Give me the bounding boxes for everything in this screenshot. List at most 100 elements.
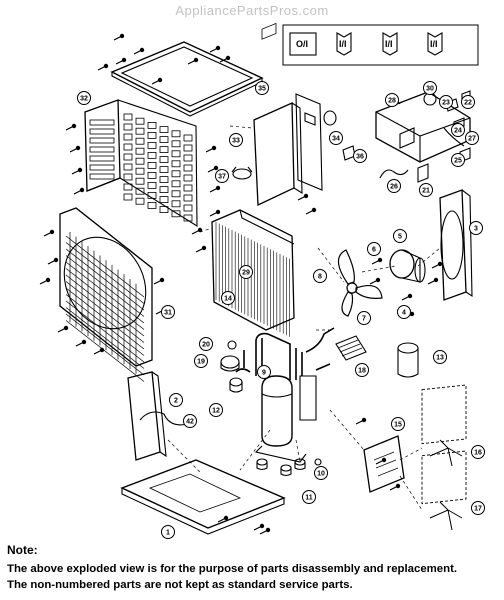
vibration-isolators [256,458,322,477]
site-watermark: AppliancePartsPros.com [175,3,329,18]
callout-16: 16 [471,445,485,459]
note-line-1: The above exploded view is for the purpo… [7,563,458,575]
callout-17: 17 [471,501,485,515]
svg-text:23: 23 [442,100,450,107]
svg-text:11: 11 [305,495,313,502]
svg-text:8: 8 [318,274,322,281]
compressor [254,375,317,463]
callout-33: 33 [229,133,243,147]
svg-text:3: 3 [474,226,478,233]
svg-text:9: 9 [262,370,266,377]
partition-panel [127,371,189,461]
svg-text:4: 4 [402,310,406,317]
svg-text:25: 25 [454,158,462,165]
callout-20: 20 [199,337,213,351]
svg-text:6: 6 [372,247,376,254]
callout-8: 8 [313,269,327,283]
owner-instructions-booklet [289,32,317,56]
wiring-harnesses [429,439,463,531]
side-grille-slots [89,113,193,222]
callout-4: 4 [397,305,411,319]
callout-11: 11 [302,490,316,504]
callout-32: 32 [77,91,91,105]
callout-19: 19 [194,354,208,368]
svg-text:22: 22 [464,100,472,107]
install-instructions-booklet-1 [336,32,352,56]
callout-2: 2 [169,393,183,407]
note-line-2: The non-numbered parts are not kept as s… [7,579,353,591]
callout-36: 36 [353,149,367,163]
run-capacitor [397,342,419,378]
top-panel [110,41,264,117]
installation-instructions-label: I/I [430,39,438,49]
wiring-harness-boxes [421,384,467,505]
svg-text:19: 19 [197,359,205,366]
condenser-fins [215,222,290,337]
mounting-screws [39,33,443,535]
fan-motor [389,249,426,283]
callout-26: 26 [387,179,401,193]
svg-text:26: 26 [390,184,398,191]
callout-1: 1 [161,525,175,539]
literature-box [282,24,479,66]
owner-instructions-label: O/I [296,39,308,49]
callout-24: 24 [451,123,465,137]
svg-text:12: 12 [212,408,220,415]
svg-text:24: 24 [454,128,462,135]
exploded-view-diagram: 1234567891011121314151617181920212223242… [39,22,485,539]
svg-text:7: 7 [362,316,366,323]
callout-7: 7 [357,311,371,325]
side-grille-panel [84,99,198,227]
callout-34: 34 [329,131,343,145]
callout-13: 13 [433,350,447,364]
callout-12: 12 [209,403,223,417]
assembly-leader-lines [167,125,441,511]
svg-text:15: 15 [394,422,402,429]
svg-text:18: 18 [358,368,366,375]
svg-text:33: 33 [232,138,240,145]
svg-text:14: 14 [224,296,232,303]
svg-text:1: 1 [166,530,170,537]
callout-10: 10 [314,466,328,480]
svg-text:36: 36 [356,154,364,161]
callout-35: 35 [255,81,269,95]
svg-text:2: 2 [174,398,178,405]
front-panel-grille [65,232,145,382]
callout-27: 27 [465,131,479,145]
svg-text:16: 16 [474,450,482,457]
svg-text:34: 34 [332,136,340,143]
callout-23: 23 [439,95,453,109]
base-pan [120,459,286,535]
svg-text:17: 17 [474,506,482,513]
installation-instructions-label: I/I [385,39,393,49]
callout-29: 29 [239,265,253,279]
svg-text:29: 29 [242,270,250,277]
callout-31: 31 [161,305,175,319]
callout-22: 22 [461,95,475,109]
callout-9: 9 [257,365,271,379]
svg-text:42: 42 [186,419,194,426]
terminal-board [363,435,405,493]
installation-instructions-label: I/I [339,39,347,49]
svg-text:28: 28 [388,98,396,105]
callout-25: 25 [451,153,465,167]
callout-3: 3 [469,221,483,235]
callout-28: 28 [385,93,399,107]
reactor [335,335,367,361]
callout-5: 5 [393,229,407,243]
callout-30: 30 [423,81,437,95]
svg-text:13: 13 [436,355,444,362]
svg-text:27: 27 [468,136,476,143]
svg-text:30: 30 [426,86,434,93]
svg-text:10: 10 [317,471,325,478]
install-instructions-booklet-3 [427,32,443,56]
svg-text:20: 20 [202,342,210,349]
service-valves [220,340,243,393]
cable-clamp [232,168,252,180]
svg-text:21: 21 [422,188,430,195]
note-title: Note: [7,543,38,557]
svg-text:37: 37 [218,174,226,181]
svg-text:35: 35 [258,86,266,93]
callout-42: 42 [183,414,197,428]
svg-text:5: 5 [398,234,402,241]
